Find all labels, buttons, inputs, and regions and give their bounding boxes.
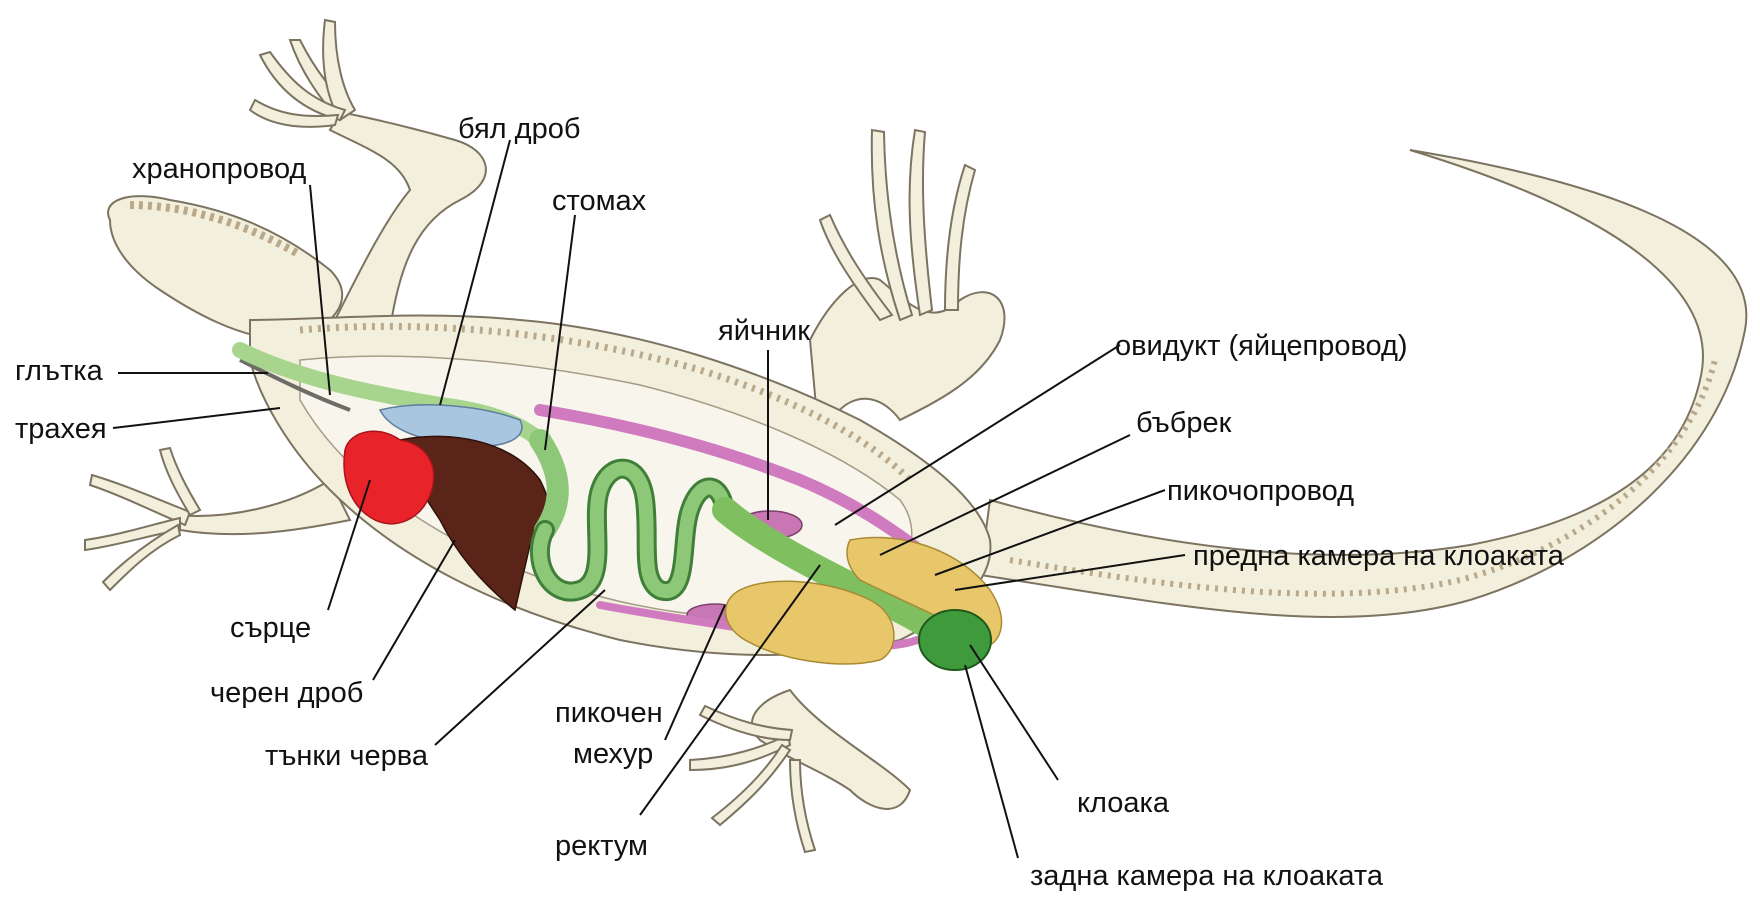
leader-traheya (113, 408, 280, 428)
label-tanki-cherva: тънки черва (265, 740, 429, 772)
label-zadna-kamera: задна камера на клоаката (1030, 860, 1384, 892)
label-pikochoprovod: пикочопровод (1167, 475, 1354, 507)
label-srce: сърце (230, 612, 311, 644)
front-leg-lower (175, 480, 350, 534)
label-mehur: мехур (573, 738, 653, 770)
label-byal-drob: бял дроб (458, 113, 580, 145)
label-hranoprovod: хранопровод (132, 153, 306, 185)
label-kloaka: клоака (1077, 787, 1170, 819)
front-foot-upper (250, 20, 355, 127)
label-rektum: ректум (555, 830, 648, 862)
label-pikochen: пикочен (555, 697, 663, 729)
label-predna-kamera: предна камера на клоаката (1193, 540, 1565, 572)
label-ovidukt: овидукт (яйцепровод) (1115, 330, 1408, 362)
label-cheren-drob: черен дроб (210, 677, 363, 709)
label-bbrek: бъбрек (1136, 407, 1232, 439)
label-gltka: глътка (15, 355, 104, 387)
front-foot-lower (85, 448, 200, 590)
label-traheya: трахея (15, 413, 107, 445)
leader-zadna-kamera (965, 665, 1018, 858)
leader-cheren-drob (373, 540, 455, 680)
lizard-illustration (85, 20, 1746, 852)
leader-kloaka (970, 645, 1058, 780)
label-stomah: стомах (552, 185, 647, 217)
label-yaychnik: яйчник (718, 315, 810, 347)
